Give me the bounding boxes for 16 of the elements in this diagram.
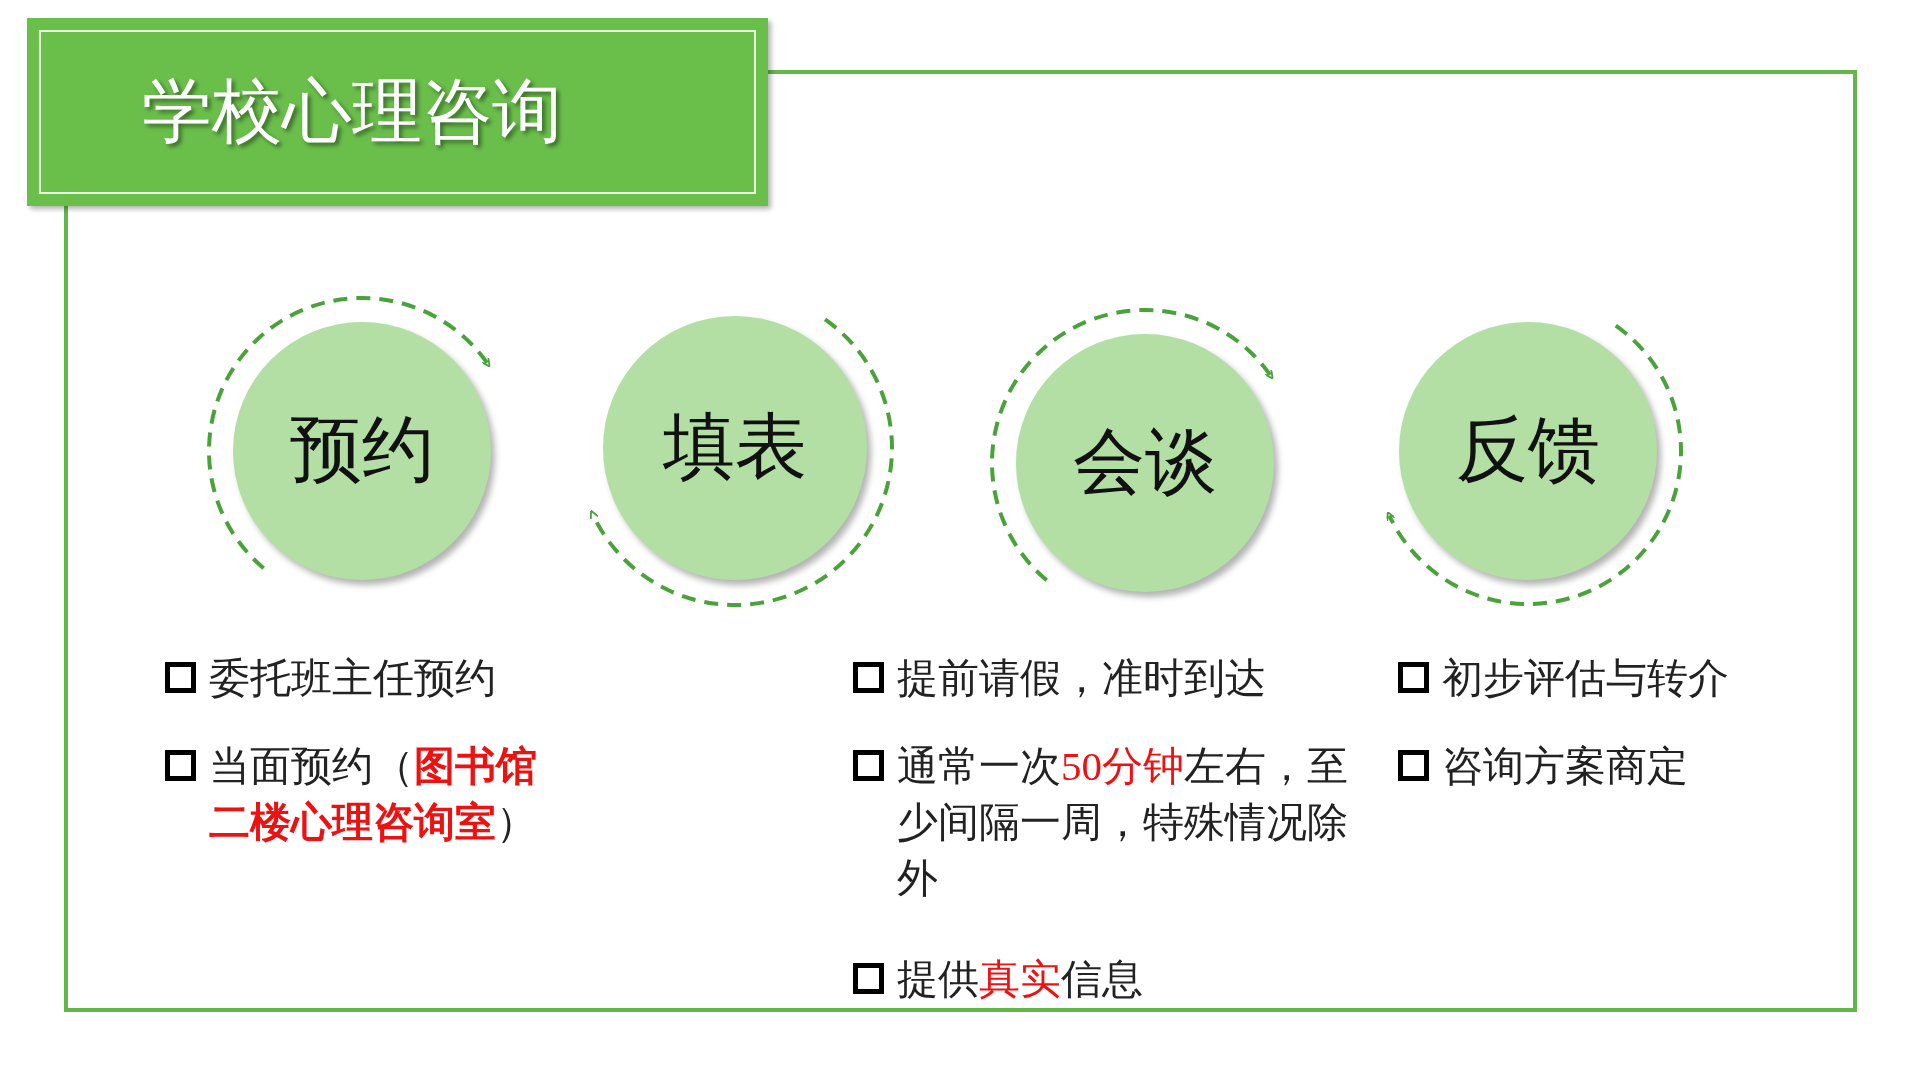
circular-arrow [990, 308, 1274, 582]
circular-arrow [1386, 324, 1683, 606]
circular-arrow [207, 296, 491, 570]
step-label: 填表 [663, 408, 807, 488]
list-item-text: 委托班主任预约 [209, 654, 497, 703]
step-label: 预约 [290, 411, 434, 491]
list-item-text: 当面预约（图书馆二楼心理咨询室） [209, 742, 538, 847]
list-item-text: 提前请假，准时到达 [897, 654, 1267, 703]
step-label: 会谈 [1073, 423, 1217, 503]
list-item-text: 初步评估与转介 [1442, 654, 1730, 703]
list-item-text: 通常一次50分钟左右，至少间隔一周，特殊情况除外 [897, 742, 1349, 903]
step-label: 反馈 [1456, 411, 1600, 491]
list-item-text: 咨询方案商定 [1442, 742, 1689, 791]
title-text: 学校心理咨询 [142, 72, 562, 152]
list-item-text: 提供真实信息 [897, 955, 1144, 1004]
circular-arrow [589, 317, 894, 607]
